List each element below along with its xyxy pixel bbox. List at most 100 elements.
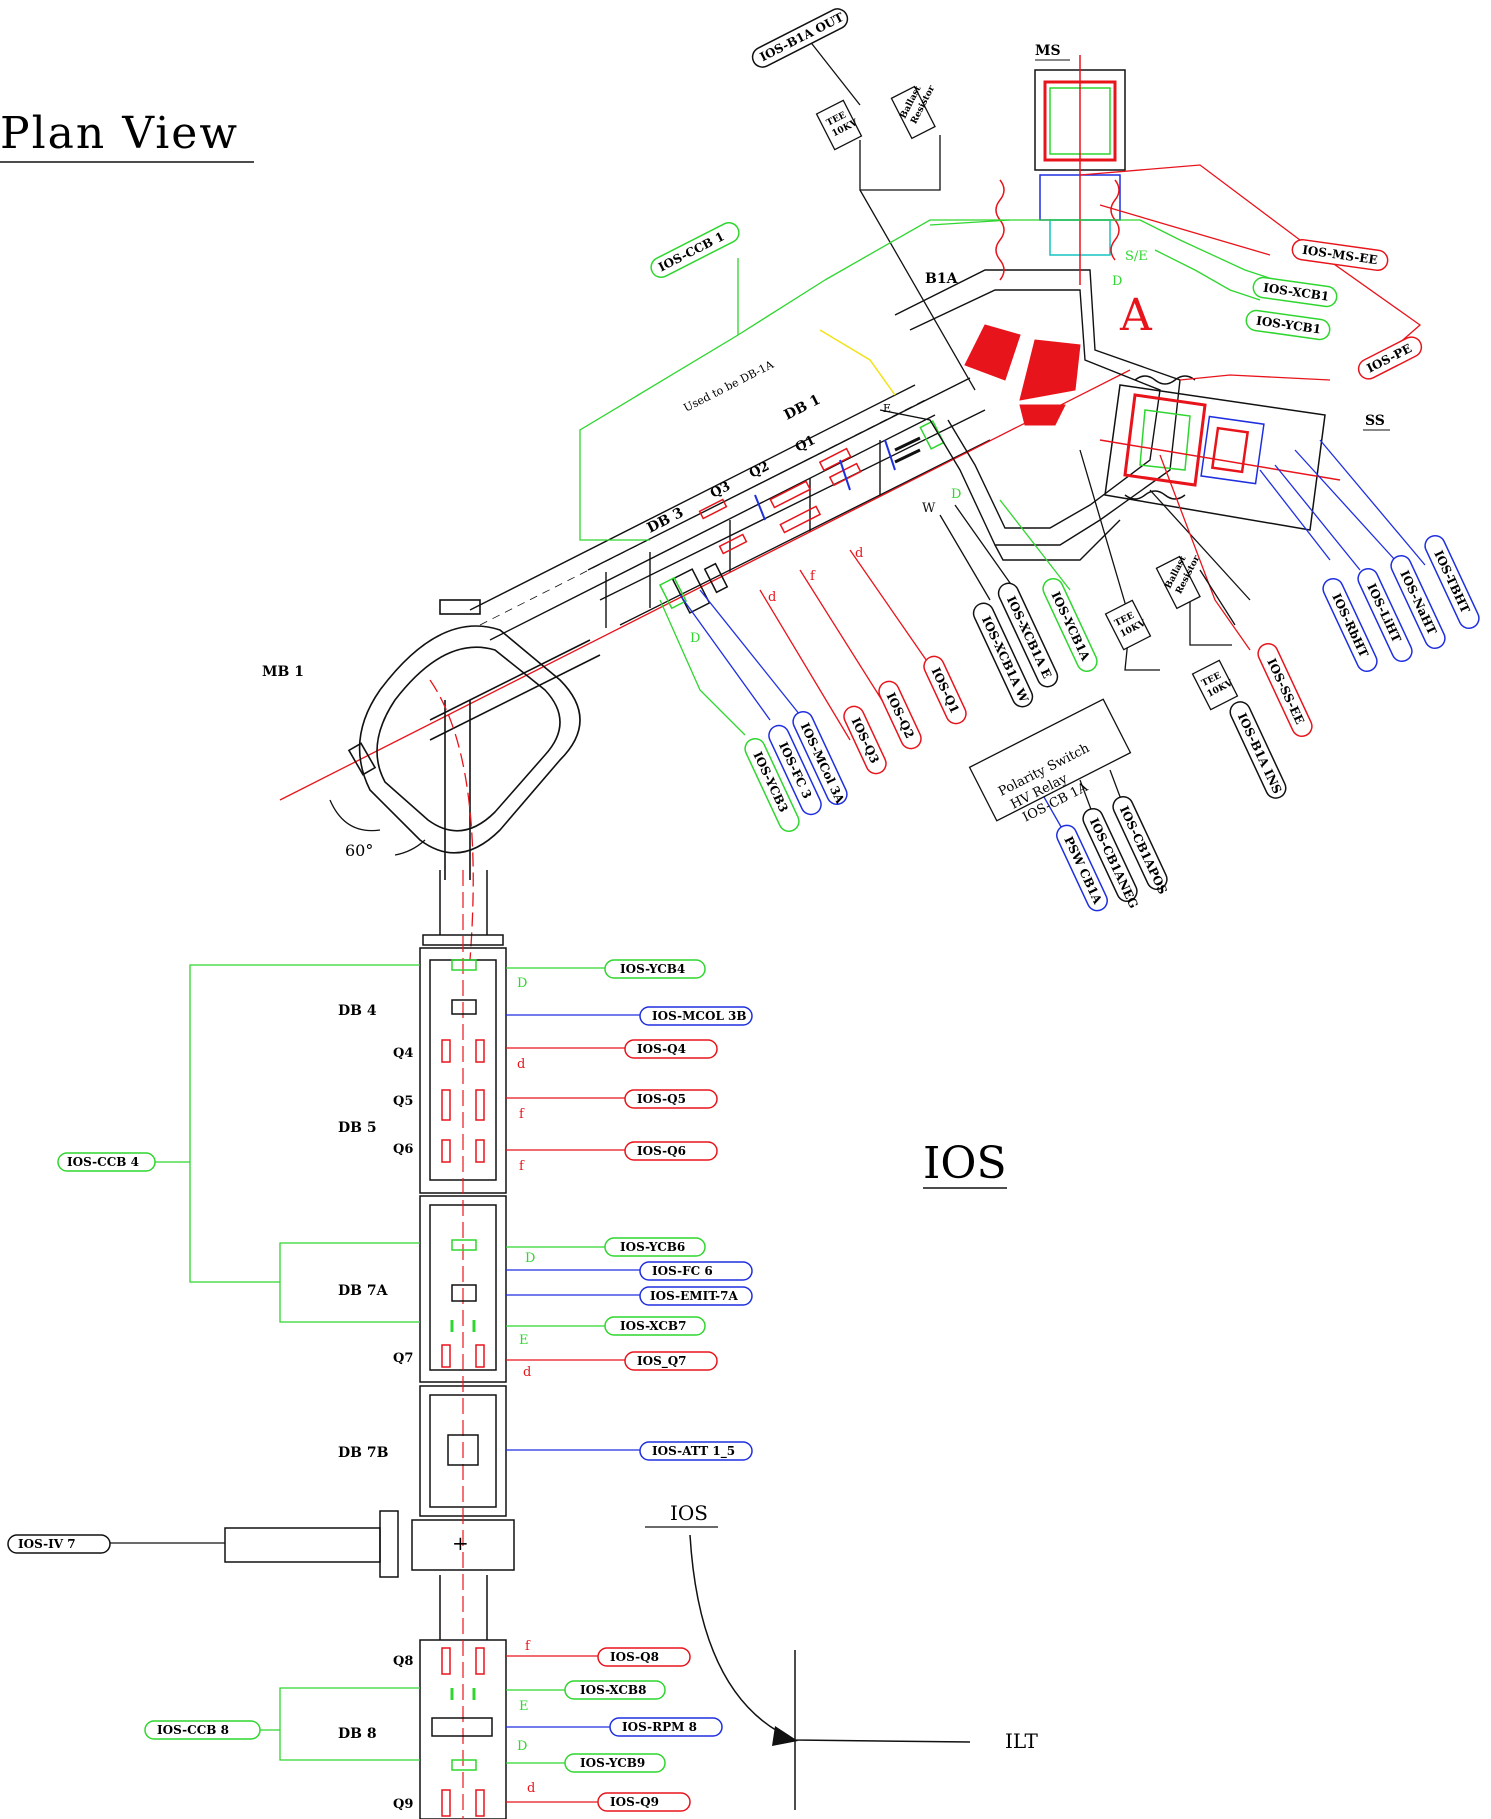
tag-q9: IOS-Q9 — [597, 1792, 691, 1812]
svg-text:IOS-YCB4: IOS-YCB4 — [620, 962, 685, 976]
ms-assembly — [995, 55, 1126, 285]
db4-label: DB 4 — [338, 1003, 377, 1019]
tag-att: IOS-ATT 1_5 — [639, 1441, 753, 1461]
mb1-magnet — [347, 599, 601, 880]
tag-q2: IOS-Q2 — [878, 680, 922, 750]
svg-text:IOS-ATT 1_5: IOS-ATT 1_5 — [652, 1444, 735, 1459]
tag-b1a-ins: IOS-B1A INS — [1229, 701, 1287, 799]
svg-text:IOS-YCB1A: IOS-YCB1A — [1048, 589, 1092, 663]
svg-text:W: W — [922, 501, 936, 516]
svg-text:IOS-B1A INS: IOS-B1A INS — [1235, 711, 1285, 796]
svg-text:d: d — [517, 1057, 525, 1072]
tag-q1: IOS-Q1 — [923, 655, 967, 725]
svg-text:IOS-FC 6: IOS-FC 6 — [652, 1264, 713, 1278]
tag-b1a-out: IOS-B1A OUT — [751, 8, 849, 68]
svg-text:IOS-YCB9: IOS-YCB9 — [580, 1756, 645, 1770]
polarity-switch-box: Polarity Switch HV Relay IOS-CB 1A — [968, 698, 1132, 825]
svg-text:IOS-Q4: IOS-Q4 — [637, 1042, 686, 1056]
svg-text:f: f — [519, 1159, 525, 1174]
svg-text:IOS-RPM 8: IOS-RPM 8 — [622, 1720, 697, 1734]
q9-label: Q9 — [393, 1797, 413, 1812]
tag-ccb8: IOS-CCB 8 — [144, 1720, 261, 1740]
field-letters: D d f f D E d f E D d W D D d f d S/E D — [517, 249, 1148, 1796]
svg-text:IOS-CCB 8: IOS-CCB 8 — [157, 1723, 229, 1737]
beam-axis-line — [279, 369, 1131, 801]
tag-q5: IOS-Q5 — [624, 1089, 718, 1109]
tag-q7: IOS_Q7 — [624, 1351, 718, 1371]
q5-label: Q5 — [393, 1094, 413, 1109]
region-a-label: A — [1119, 290, 1153, 341]
svg-text:IOS-Q9: IOS-Q9 — [610, 1795, 659, 1809]
svg-text:f: f — [810, 569, 816, 584]
svg-text:D: D — [517, 976, 527, 991]
svg-text:f: f — [519, 1107, 525, 1122]
q6-label: Q6 — [393, 1142, 413, 1157]
svg-text:IOS-XCB7: IOS-XCB7 — [620, 1319, 686, 1333]
q8-label: Q8 — [393, 1654, 413, 1669]
tag-ccb4: IOS-CCB 4 — [57, 1152, 156, 1172]
svg-text:IOS_Q7: IOS_Q7 — [637, 1354, 687, 1369]
svg-text:f: f — [525, 1639, 531, 1654]
tag-ycb1: IOS-YCB1 — [1245, 309, 1331, 341]
tag-ycb4: IOS-YCB4 — [604, 959, 706, 979]
tag-q3: IOS-Q3 — [843, 705, 887, 775]
db7b-label: DB 7B — [338, 1445, 389, 1461]
tag-rpm8: IOS-RPM 8 — [609, 1717, 723, 1737]
e-mark-db1: E — [883, 402, 891, 415]
db7a-label: DB 7A — [338, 1283, 389, 1299]
svg-text:d: d — [527, 1781, 535, 1796]
ss-assembly — [1099, 375, 1341, 531]
db5-label: DB 5 — [338, 1120, 377, 1136]
transition-arrow — [772, 1726, 798, 1746]
svg-text:IOS-B1A OUT: IOS-B1A OUT — [758, 10, 846, 64]
ilt-label: ILT — [1005, 1729, 1039, 1753]
tag-q8: IOS-Q8 — [597, 1647, 691, 1667]
svg-text:E: E — [519, 1699, 529, 1714]
b1a-label: B1A — [925, 271, 959, 287]
tee-ballast-boxes — [815, 85, 1239, 711]
q7-label: Q7 — [393, 1351, 413, 1366]
svg-text:IOS-EMIT-7A: IOS-EMIT-7A — [650, 1289, 738, 1303]
db1-label: DB 1 — [782, 392, 824, 424]
svg-text:IOS-IV 7: IOS-IV 7 — [18, 1537, 76, 1551]
tag-ycb9: IOS-YCB9 — [564, 1753, 666, 1773]
tag-ms-ee: IOS-MS-EE — [1291, 238, 1389, 272]
svg-text:IOS-CCB 4: IOS-CCB 4 — [67, 1155, 139, 1169]
tag-ss-ee: IOS-SS-EE — [1257, 642, 1313, 738]
svg-text:d: d — [523, 1365, 531, 1380]
svg-text:IOS-XCB8: IOS-XCB8 — [580, 1683, 646, 1697]
ios-corner-label: IOS — [670, 1501, 708, 1525]
diagram-title: Plan View — [0, 108, 239, 159]
svg-text:d: d — [855, 546, 863, 561]
b1a-dipole — [964, 324, 1081, 426]
svg-text:IOS-CCB 1: IOS-CCB 1 — [656, 229, 726, 274]
used-to-be-note: Used to be DB-1A — [681, 358, 776, 415]
tag-xcb1: IOS-XCB1 — [1252, 276, 1338, 308]
tag-mcol3b: IOS-MCOL 3B — [639, 1006, 753, 1026]
tag-emit7a: IOS-EMIT-7A — [639, 1286, 753, 1306]
yellow-pointer — [819, 329, 896, 396]
svg-text:IOS-YCB6: IOS-YCB6 — [620, 1240, 685, 1254]
svg-text:D: D — [951, 487, 961, 502]
horizontal-tags: IOS-YCB4 IOS-MCOL 3B IOS-Q4 IOS-Q5 IOS-Q… — [7, 959, 753, 1812]
tag-iv7: IOS-IV 7 — [7, 1534, 111, 1554]
q4-label: Q4 — [393, 1046, 413, 1061]
tag-xcb7: IOS-XCB7 — [604, 1316, 706, 1336]
facility-label: IOS — [923, 1138, 1007, 1189]
b1a-region — [879, 269, 1181, 561]
mb1-beam — [429, 679, 474, 961]
tag-pe: IOS-PE — [1357, 336, 1423, 380]
db8-label: DB 8 — [338, 1726, 377, 1742]
tag-fc6: IOS-FC 6 — [639, 1261, 753, 1281]
svg-text:D: D — [525, 1251, 535, 1266]
svg-text:S/E: S/E — [1125, 249, 1148, 264]
diagonal-beamline — [469, 377, 991, 641]
ios-ilt-transition-curve — [689, 1534, 971, 1743]
tag-ccb1: IOS-CCB 1 — [650, 221, 740, 279]
svg-text:IOS-Q8: IOS-Q8 — [610, 1650, 659, 1664]
svg-text:IOS-Q6: IOS-Q6 — [637, 1144, 686, 1158]
right-wiring — [506, 967, 640, 1803]
q3-label: Q3 — [708, 479, 733, 502]
tag-ycb6: IOS-YCB6 — [604, 1237, 706, 1257]
angle-label: 60° — [345, 841, 373, 860]
